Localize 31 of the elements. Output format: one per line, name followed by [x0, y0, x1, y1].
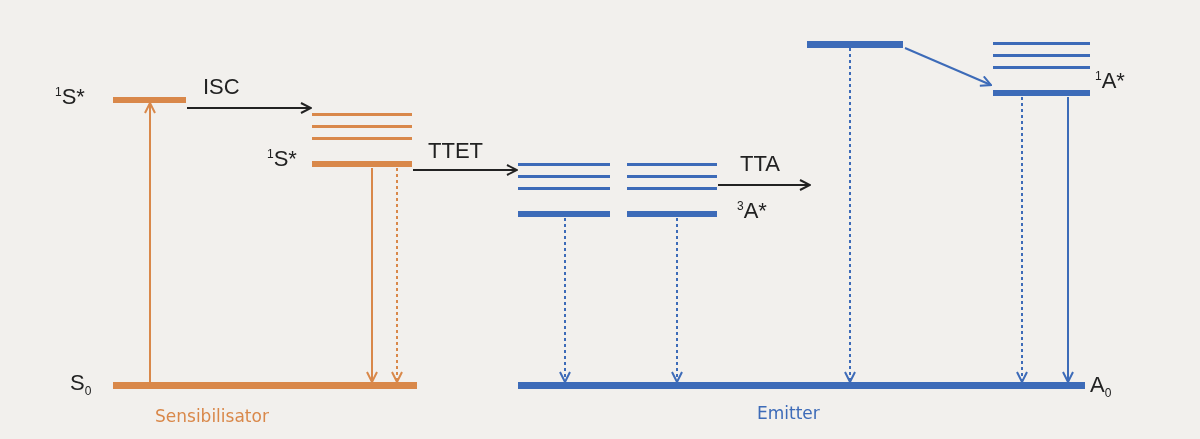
energy-level — [518, 382, 1085, 389]
arrow — [717, 179, 811, 191]
state-label: $^{1}$S* — [55, 86, 85, 109]
dashed-arrow — [1016, 96, 1028, 383]
arrow — [904, 47, 992, 87]
dashed-arrow — [559, 217, 571, 383]
edge-label: TTET — [428, 140, 483, 162]
dashed-arrow — [671, 217, 683, 383]
state-label: $^{1}$A* — [1095, 70, 1125, 93]
state-label: $^{3}$A* — [737, 200, 767, 223]
state-label: A$_{0}$ — [1090, 374, 1112, 400]
energy-level — [113, 97, 186, 103]
group-label: Emitter — [757, 405, 820, 422]
energy-level-stack — [518, 162, 610, 218]
arrow — [1062, 96, 1074, 383]
arrow — [186, 102, 312, 114]
state-label: S$_{0}$ — [70, 372, 92, 398]
edge-label: ISC — [203, 76, 240, 98]
arrow — [412, 164, 518, 176]
edge-label: TTA — [740, 153, 780, 175]
group-label: Sensibilisator — [155, 408, 269, 425]
energy-level-stack — [993, 41, 1090, 97]
dashed-arrow — [391, 167, 403, 383]
arrow — [366, 167, 378, 383]
state-label: $^{1}$S* — [267, 148, 297, 171]
energy-level-stack — [312, 112, 412, 168]
dashed-arrow — [844, 47, 856, 383]
energy-level — [113, 382, 417, 389]
energy-level-stack — [627, 162, 717, 218]
energy-level — [807, 41, 903, 48]
arrow — [144, 102, 156, 383]
